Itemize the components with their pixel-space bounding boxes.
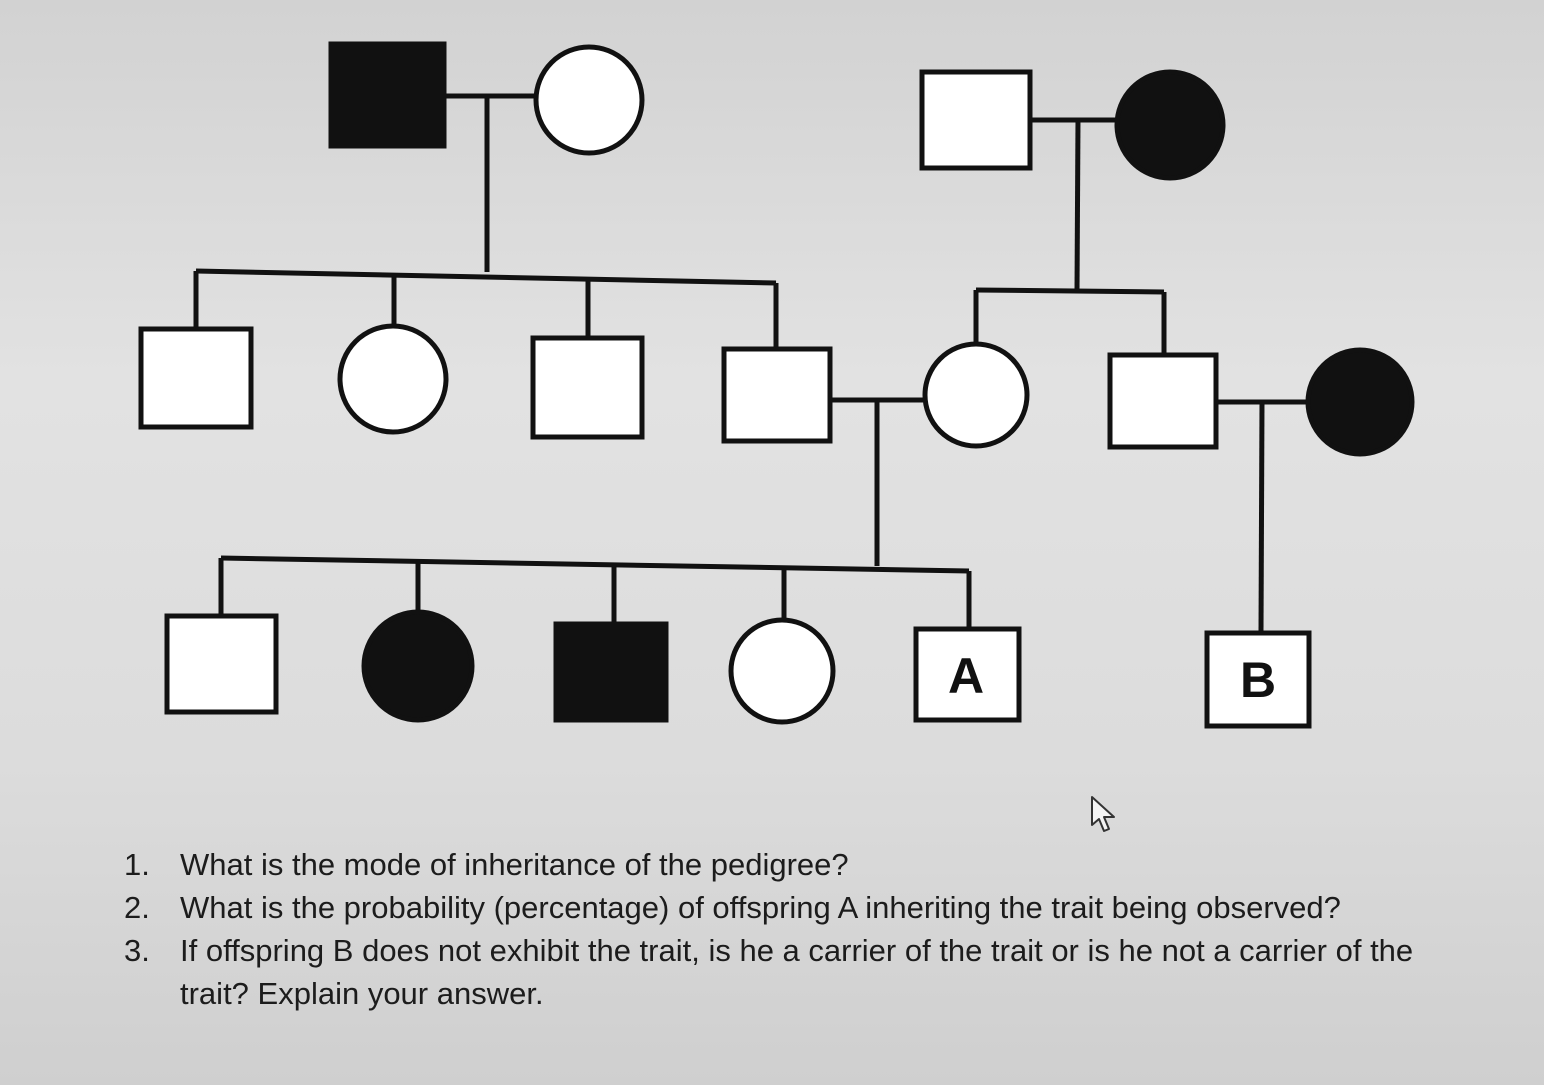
mouse-pointer-icon <box>1091 796 1115 832</box>
question-number: 1. <box>124 847 150 882</box>
question-list: 1. What is the mode of inheritance of th… <box>120 843 1440 1015</box>
g2-male-4 <box>1107 352 1219 450</box>
g1-female <box>533 44 645 156</box>
question-item: 2. What is the probability (percentage) … <box>120 886 1440 929</box>
g3-male-1 <box>164 613 279 715</box>
g2-female-1 <box>337 323 449 435</box>
offspring-b-label: B <box>1240 652 1276 708</box>
sibship-line <box>195 268 777 286</box>
pedigree-chart: A B <box>138 41 1415 729</box>
descent-line <box>1074 119 1081 291</box>
sibship-line <box>975 287 1165 295</box>
pedigree-lines <box>193 93 1306 632</box>
g3-female-1 <box>361 609 475 723</box>
question-item: 3. If offspring B does not exhibit the t… <box>120 929 1440 1015</box>
g3-male-2 <box>553 621 669 723</box>
question-item: 1. What is the mode of inheritance of th… <box>120 843 1440 886</box>
g2-female-3 <box>1305 347 1415 457</box>
question-number: 2. <box>124 890 150 925</box>
pedigree-symbols <box>138 41 1415 729</box>
g1-male-2 <box>919 69 1033 171</box>
g2-male-3 <box>721 346 833 444</box>
g1-female-2 <box>1114 69 1226 181</box>
question-number: 3. <box>124 933 150 968</box>
sibship-line <box>220 555 970 574</box>
g1-male <box>328 41 447 149</box>
g2-female-2 <box>922 341 1030 449</box>
offspring-a-label: A <box>948 648 984 704</box>
question-text: What is the probability (percentage) of … <box>180 890 1341 925</box>
offspring-b <box>1204 630 1312 729</box>
offspring-a <box>913 626 1022 723</box>
g3-female-2 <box>728 617 836 725</box>
g2-male-1 <box>138 326 254 430</box>
g2-male-2 <box>530 335 645 440</box>
question-text: What is the mode of inheritance of the p… <box>180 847 849 882</box>
descent-line <box>1258 401 1265 632</box>
question-text: If offspring B does not exhibit the trai… <box>180 933 1414 1011</box>
